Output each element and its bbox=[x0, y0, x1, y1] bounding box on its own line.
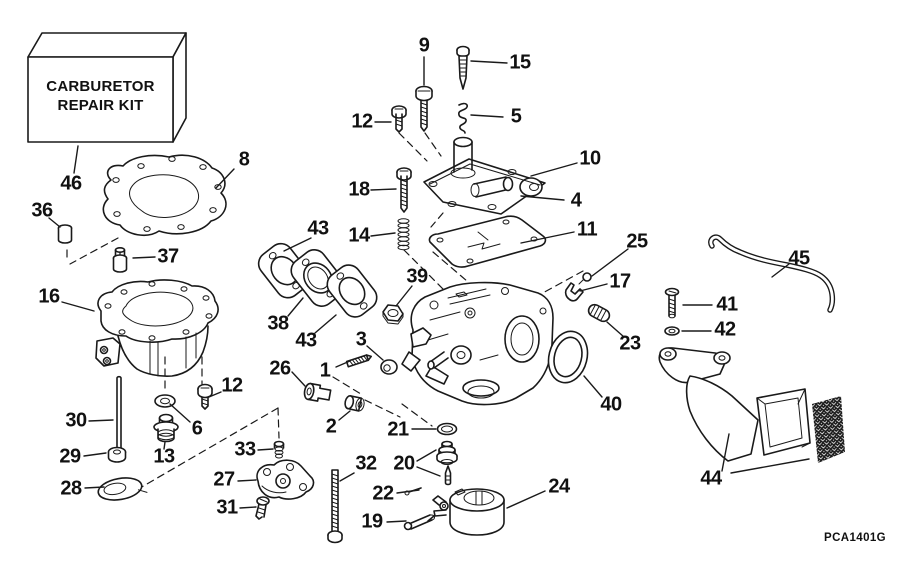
part-31-screw bbox=[255, 496, 270, 520]
part-callout-41: 41 bbox=[716, 293, 738, 316]
part-4-10-pump-cover bbox=[423, 136, 546, 215]
part-28-gasket-plate bbox=[97, 477, 148, 501]
part-41-screw bbox=[664, 287, 680, 319]
repair-kit-label: CARBURETOR REPAIR KIT bbox=[28, 78, 173, 116]
part-callout-12: 12 bbox=[221, 374, 243, 397]
part-callout-16: 16 bbox=[38, 285, 60, 308]
assembly-axes bbox=[66, 132, 584, 500]
part-callout-19: 19 bbox=[361, 510, 383, 533]
part-40-o-ring bbox=[547, 330, 589, 384]
part-callout-37: 37 bbox=[157, 245, 179, 268]
part-13-drain-plug bbox=[153, 413, 179, 443]
part-callout-11: 11 bbox=[576, 218, 598, 241]
part-callout-9: 9 bbox=[418, 34, 430, 57]
part-21-washer bbox=[436, 422, 458, 436]
part-callout-17: 17 bbox=[609, 270, 631, 293]
part-14-spring bbox=[397, 218, 410, 251]
part-callout-12: 12 bbox=[351, 110, 373, 133]
repair-kit-label-line1: CARBURETOR bbox=[46, 78, 155, 95]
repair-kit-label-line2: REPAIR KIT bbox=[57, 96, 144, 114]
part-29-nut bbox=[107, 446, 127, 463]
part-3-grommet bbox=[380, 359, 398, 375]
part-25-ball bbox=[578, 272, 592, 285]
part-callout-23: 23 bbox=[619, 332, 641, 355]
part-callout-10: 10 bbox=[579, 147, 601, 170]
part-18-screw bbox=[396, 167, 412, 213]
carburetor-body bbox=[401, 281, 554, 406]
part-23-spring bbox=[587, 303, 611, 323]
part-callout-33: 33 bbox=[234, 438, 256, 461]
part-9-screw bbox=[415, 85, 433, 132]
part-33-screw bbox=[273, 440, 285, 459]
part-27-bracket bbox=[256, 459, 315, 500]
part-8-gasket bbox=[102, 154, 227, 237]
leader-lines bbox=[48, 56, 810, 523]
part-callout-22: 22 bbox=[372, 482, 394, 505]
part-callout-40: 40 bbox=[600, 393, 622, 416]
part-callout-14: 14 bbox=[348, 224, 370, 247]
part-12-screw-lower bbox=[197, 383, 213, 410]
part-callout-4: 4 bbox=[570, 189, 582, 212]
part-39-nut bbox=[382, 304, 404, 325]
part-callout-25: 25 bbox=[626, 230, 648, 253]
part-17-clip bbox=[564, 282, 584, 302]
part-callout-32: 32 bbox=[355, 452, 377, 475]
part-20-needle-valve bbox=[436, 440, 458, 486]
part-callout-18: 18 bbox=[348, 178, 370, 201]
part-32-screw bbox=[327, 469, 343, 544]
part-16-float-bowl bbox=[95, 279, 219, 377]
part-callout-42: 42 bbox=[714, 318, 736, 341]
part-36-plug bbox=[57, 224, 73, 244]
part-37-plug bbox=[112, 247, 128, 273]
part-callout-27: 27 bbox=[213, 468, 235, 491]
part-callout-39: 39 bbox=[406, 265, 428, 288]
part-12-screw-upper bbox=[391, 105, 407, 133]
part-callout-3: 3 bbox=[355, 328, 367, 351]
part-callout-45: 45 bbox=[788, 247, 810, 270]
part-callout-26: 26 bbox=[269, 357, 291, 380]
part-15-needle-screw bbox=[456, 45, 470, 90]
part-5-spring-clip bbox=[458, 102, 468, 134]
part-callout-36: 36 bbox=[31, 199, 53, 222]
part-46-repair-kit-box bbox=[27, 32, 187, 143]
part-42-washer bbox=[664, 326, 680, 336]
part-callout-20: 20 bbox=[393, 452, 415, 475]
part-callout-2: 2 bbox=[325, 415, 337, 438]
part-callout-30: 30 bbox=[65, 409, 87, 432]
part-callout-1: 1 bbox=[319, 359, 331, 382]
part-26-bushing bbox=[303, 382, 332, 402]
part-2-bushing bbox=[344, 395, 365, 412]
part-callout-44: 44 bbox=[700, 467, 722, 490]
part-44-intake-silencer bbox=[658, 347, 845, 463]
part-11-gasket bbox=[428, 215, 547, 268]
part-callout-13: 13 bbox=[153, 445, 175, 468]
part-callout-31: 31 bbox=[216, 496, 238, 519]
part-callout-15: 15 bbox=[509, 51, 531, 74]
part-callout-46: 46 bbox=[60, 172, 82, 195]
part-19-float-pin bbox=[403, 514, 436, 531]
part-callout-8: 8 bbox=[238, 148, 250, 171]
part-1-pin bbox=[345, 354, 373, 368]
part-callout-24: 24 bbox=[548, 475, 570, 498]
drawing-code: PCA1401G bbox=[824, 532, 887, 544]
part-43-gasket-lower bbox=[326, 264, 378, 318]
part-callout-38: 38 bbox=[267, 312, 289, 335]
part-30-rod bbox=[116, 375, 122, 455]
part-callout-28: 28 bbox=[60, 477, 82, 500]
part-callout-5: 5 bbox=[510, 105, 522, 128]
part-callout-29: 29 bbox=[59, 445, 81, 468]
part-callout-21: 21 bbox=[387, 418, 409, 441]
part-callout-6: 6 bbox=[191, 417, 203, 440]
part-callout-43: 43 bbox=[295, 329, 317, 352]
part-24-float bbox=[427, 488, 505, 536]
part-callout-43: 43 bbox=[307, 217, 329, 240]
